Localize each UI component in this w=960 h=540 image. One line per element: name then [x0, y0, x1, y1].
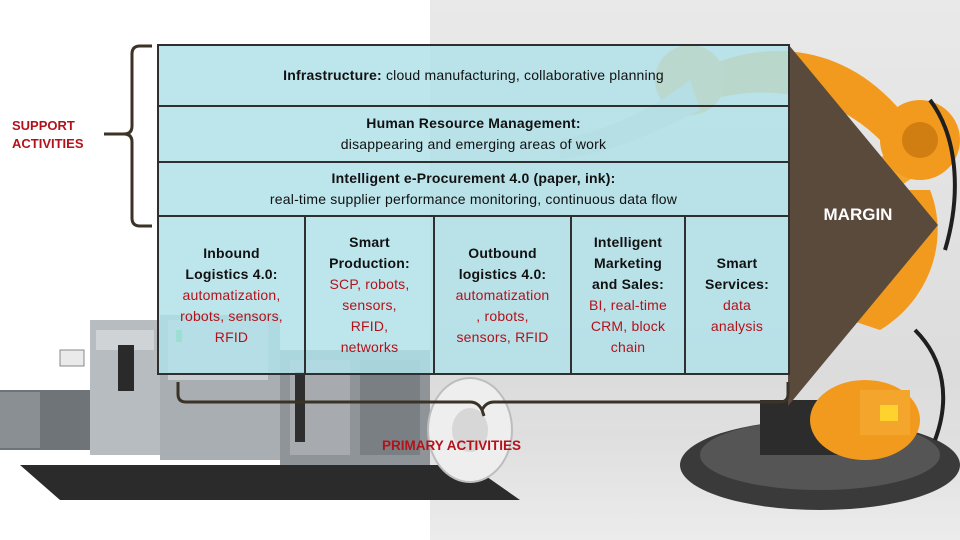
primary-cell-title: Production: [329, 255, 410, 271]
margin-label: MARGIN [824, 205, 893, 224]
support-row-title: Human Resource Management: [366, 115, 581, 131]
primary-cell-text: robots, sensors, [180, 307, 283, 324]
primary-activities-label: PRIMARY ACTIVITIES [382, 438, 522, 453]
primary-cell-title: Outbound [468, 244, 537, 261]
primary-cell-text: automatization, [182, 286, 281, 303]
primary-cell-title: Smart [716, 255, 758, 271]
support-row-text: disappearing and emerging areas of work [340, 136, 607, 152]
primary-cell-text: sensors, [342, 297, 397, 313]
primary-cell-title: logistics 4.0: [458, 265, 547, 282]
support-row-infrastructure: Infrastructure: cloud manufacturing, col… [157, 44, 790, 107]
primary-cell-text: BI, real-time [588, 297, 668, 313]
primary-cell-title: and Sales: [591, 276, 665, 292]
support-label-line2: ACTIVITIES [12, 136, 84, 151]
primary-cell-title: Marketing [594, 255, 662, 271]
primary-cell-text: SCP, robots, [329, 276, 410, 292]
support-row-line: Infrastructure: cloud manufacturing, col… [283, 65, 664, 86]
primary-cell-title: Smart [349, 234, 390, 250]
primary-cell-title: Logistics 4.0: [185, 265, 278, 282]
support-row-text: cloud manufacturing, collaborative plann… [385, 67, 664, 83]
primary-cell-title: Intelligent [593, 234, 663, 250]
primary-cell-text: data [722, 297, 752, 313]
primary-cell-text: CRM, block [590, 318, 666, 334]
support-row-text: real-time supplier performance monitorin… [269, 191, 678, 207]
primary-cell-title: Inbound [203, 244, 260, 261]
primary-cell-text: , robots, [476, 307, 529, 324]
primary-cell-text: chain [610, 339, 646, 355]
support-activities-label: SUPPORT ACTIVITIES [12, 117, 84, 153]
primary-cell-text: sensors, RFID [456, 328, 549, 345]
support-row-procurement: Intelligent e-Procurement 4.0 (paper, in… [157, 161, 790, 217]
primary-cell-text: automatization [455, 286, 550, 303]
primary-cell-marketing-sales: Intelligent Marketing and Sales: BI, rea… [570, 215, 686, 375]
primary-cell-text: analysis [710, 318, 764, 334]
primary-cell-smart-services: Smart Services: data analysis [684, 215, 790, 375]
support-row-human-resources: Human Resource Management: disappearing … [157, 105, 790, 163]
primary-cell-inbound-logistics: Inbound Logistics 4.0: automatization, r… [157, 215, 306, 375]
primary-cell-title: Services: [704, 276, 770, 292]
primary-cell-text: RFID, [350, 318, 389, 334]
primary-cell-smart-production: Smart Production: SCP, robots, sensors, … [304, 215, 435, 375]
support-label-line1: SUPPORT [12, 118, 75, 133]
support-row-title: Infrastructure: [283, 67, 382, 83]
primary-cell-text: RFID [214, 328, 249, 345]
primary-cell-text: networks [340, 339, 399, 355]
primary-cell-outbound-logistics: Outbound logistics 4.0: automatization ,… [433, 215, 572, 375]
support-row-title: Intelligent e-Procurement 4.0 (paper, in… [331, 170, 616, 186]
